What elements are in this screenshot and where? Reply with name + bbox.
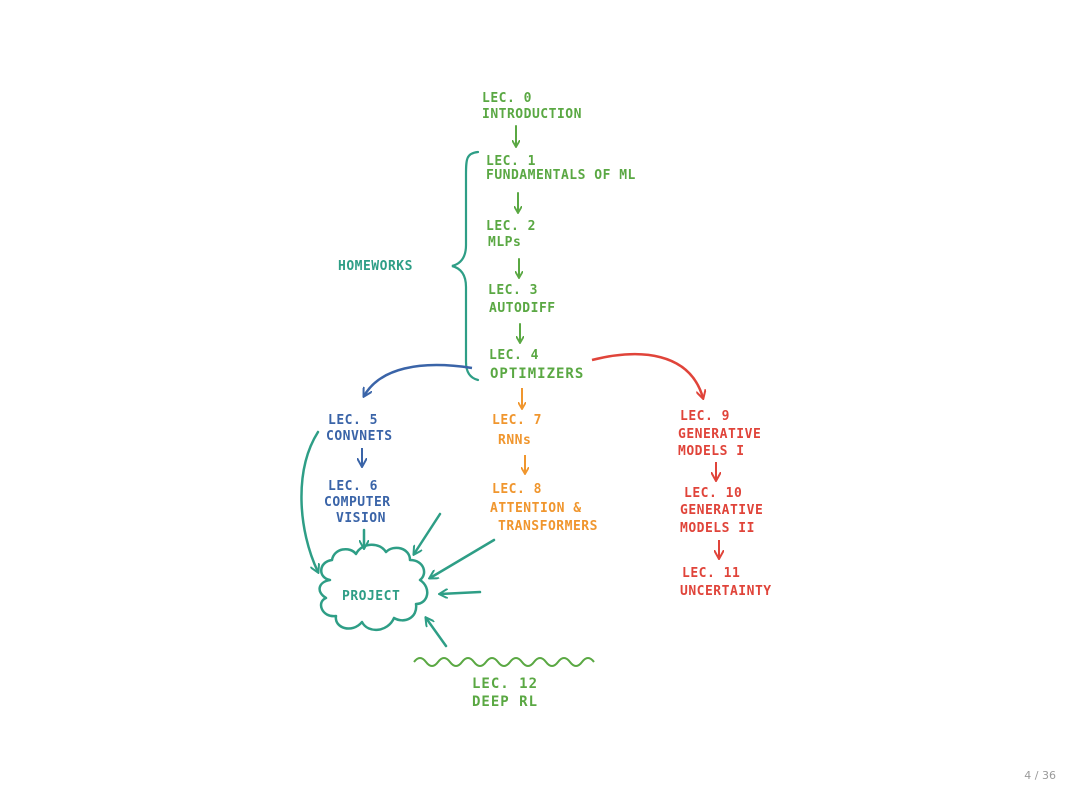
lec6-subtitle-2: VISION [336,511,386,526]
deep-rl-wave [413,657,595,667]
homeworks-brace [451,150,480,382]
lec12-subtitle: DEEP RL [472,694,538,710]
lec5-title: LEC. 5 [328,413,378,428]
arrow-lec4-lec9 [591,352,703,398]
lec0-title: LEC. 0 [482,91,532,106]
lec7-subtitle: RNNs [498,433,531,448]
lec9-subtitle: GENERATIVE [678,427,761,442]
project-cloud [318,543,429,631]
arrow-rl-to-project [426,618,448,648]
arrow-convnets-to-project [300,430,318,572]
lec4-subtitle: OPTIMIZERS [490,366,584,382]
arrow-lec4-lec5 [364,363,473,396]
lec6-title: LEC. 6 [328,479,378,494]
project-label: PROJECT [342,589,400,604]
lec5-subtitle: CONVNETS [326,429,393,444]
lec10-title: LEC. 10 [684,486,742,501]
lec12-title: LEC. 12 [472,676,538,692]
lec7-title: LEC. 7 [492,413,542,428]
homeworks-label: HOMEWORKS [338,259,413,274]
lec9-title: LEC. 9 [680,409,730,424]
lec6-subtitle: COMPUTER [324,495,391,510]
lec11-subtitle: UNCERTAINTY [680,584,772,599]
arrow-transformers-to-project [430,538,496,578]
lec9-subtitle-2: MODELS I [678,444,745,459]
lec11-title: LEC. 11 [682,566,740,581]
lec1-subtitle: FUNDAMENTALS OF ML [486,168,636,183]
lec2-subtitle: MLPs [488,235,521,250]
lec8-title: LEC. 8 [492,482,542,497]
lec8-subtitle: ATTENTION & [490,501,582,516]
lec2-title: LEC. 2 [486,219,536,234]
lec3-title: LEC. 3 [488,283,538,298]
arrow-lec12-top-to-project [414,512,442,554]
page-number: 4 / 36 [1024,769,1056,782]
lec8-subtitle-2: TRANSFORMERS [498,519,598,534]
lec1-title: LEC. 1 [486,154,536,169]
arrow-right-to-project [440,592,482,594]
lec10-subtitle-2: MODELS II [680,521,755,536]
lec4-title: LEC. 4 [489,348,539,363]
lec3-subtitle: AUTODIFF [489,301,556,316]
lec0-subtitle: INTRODUCTION [482,107,582,122]
lec10-subtitle: GENERATIVE [680,503,763,518]
